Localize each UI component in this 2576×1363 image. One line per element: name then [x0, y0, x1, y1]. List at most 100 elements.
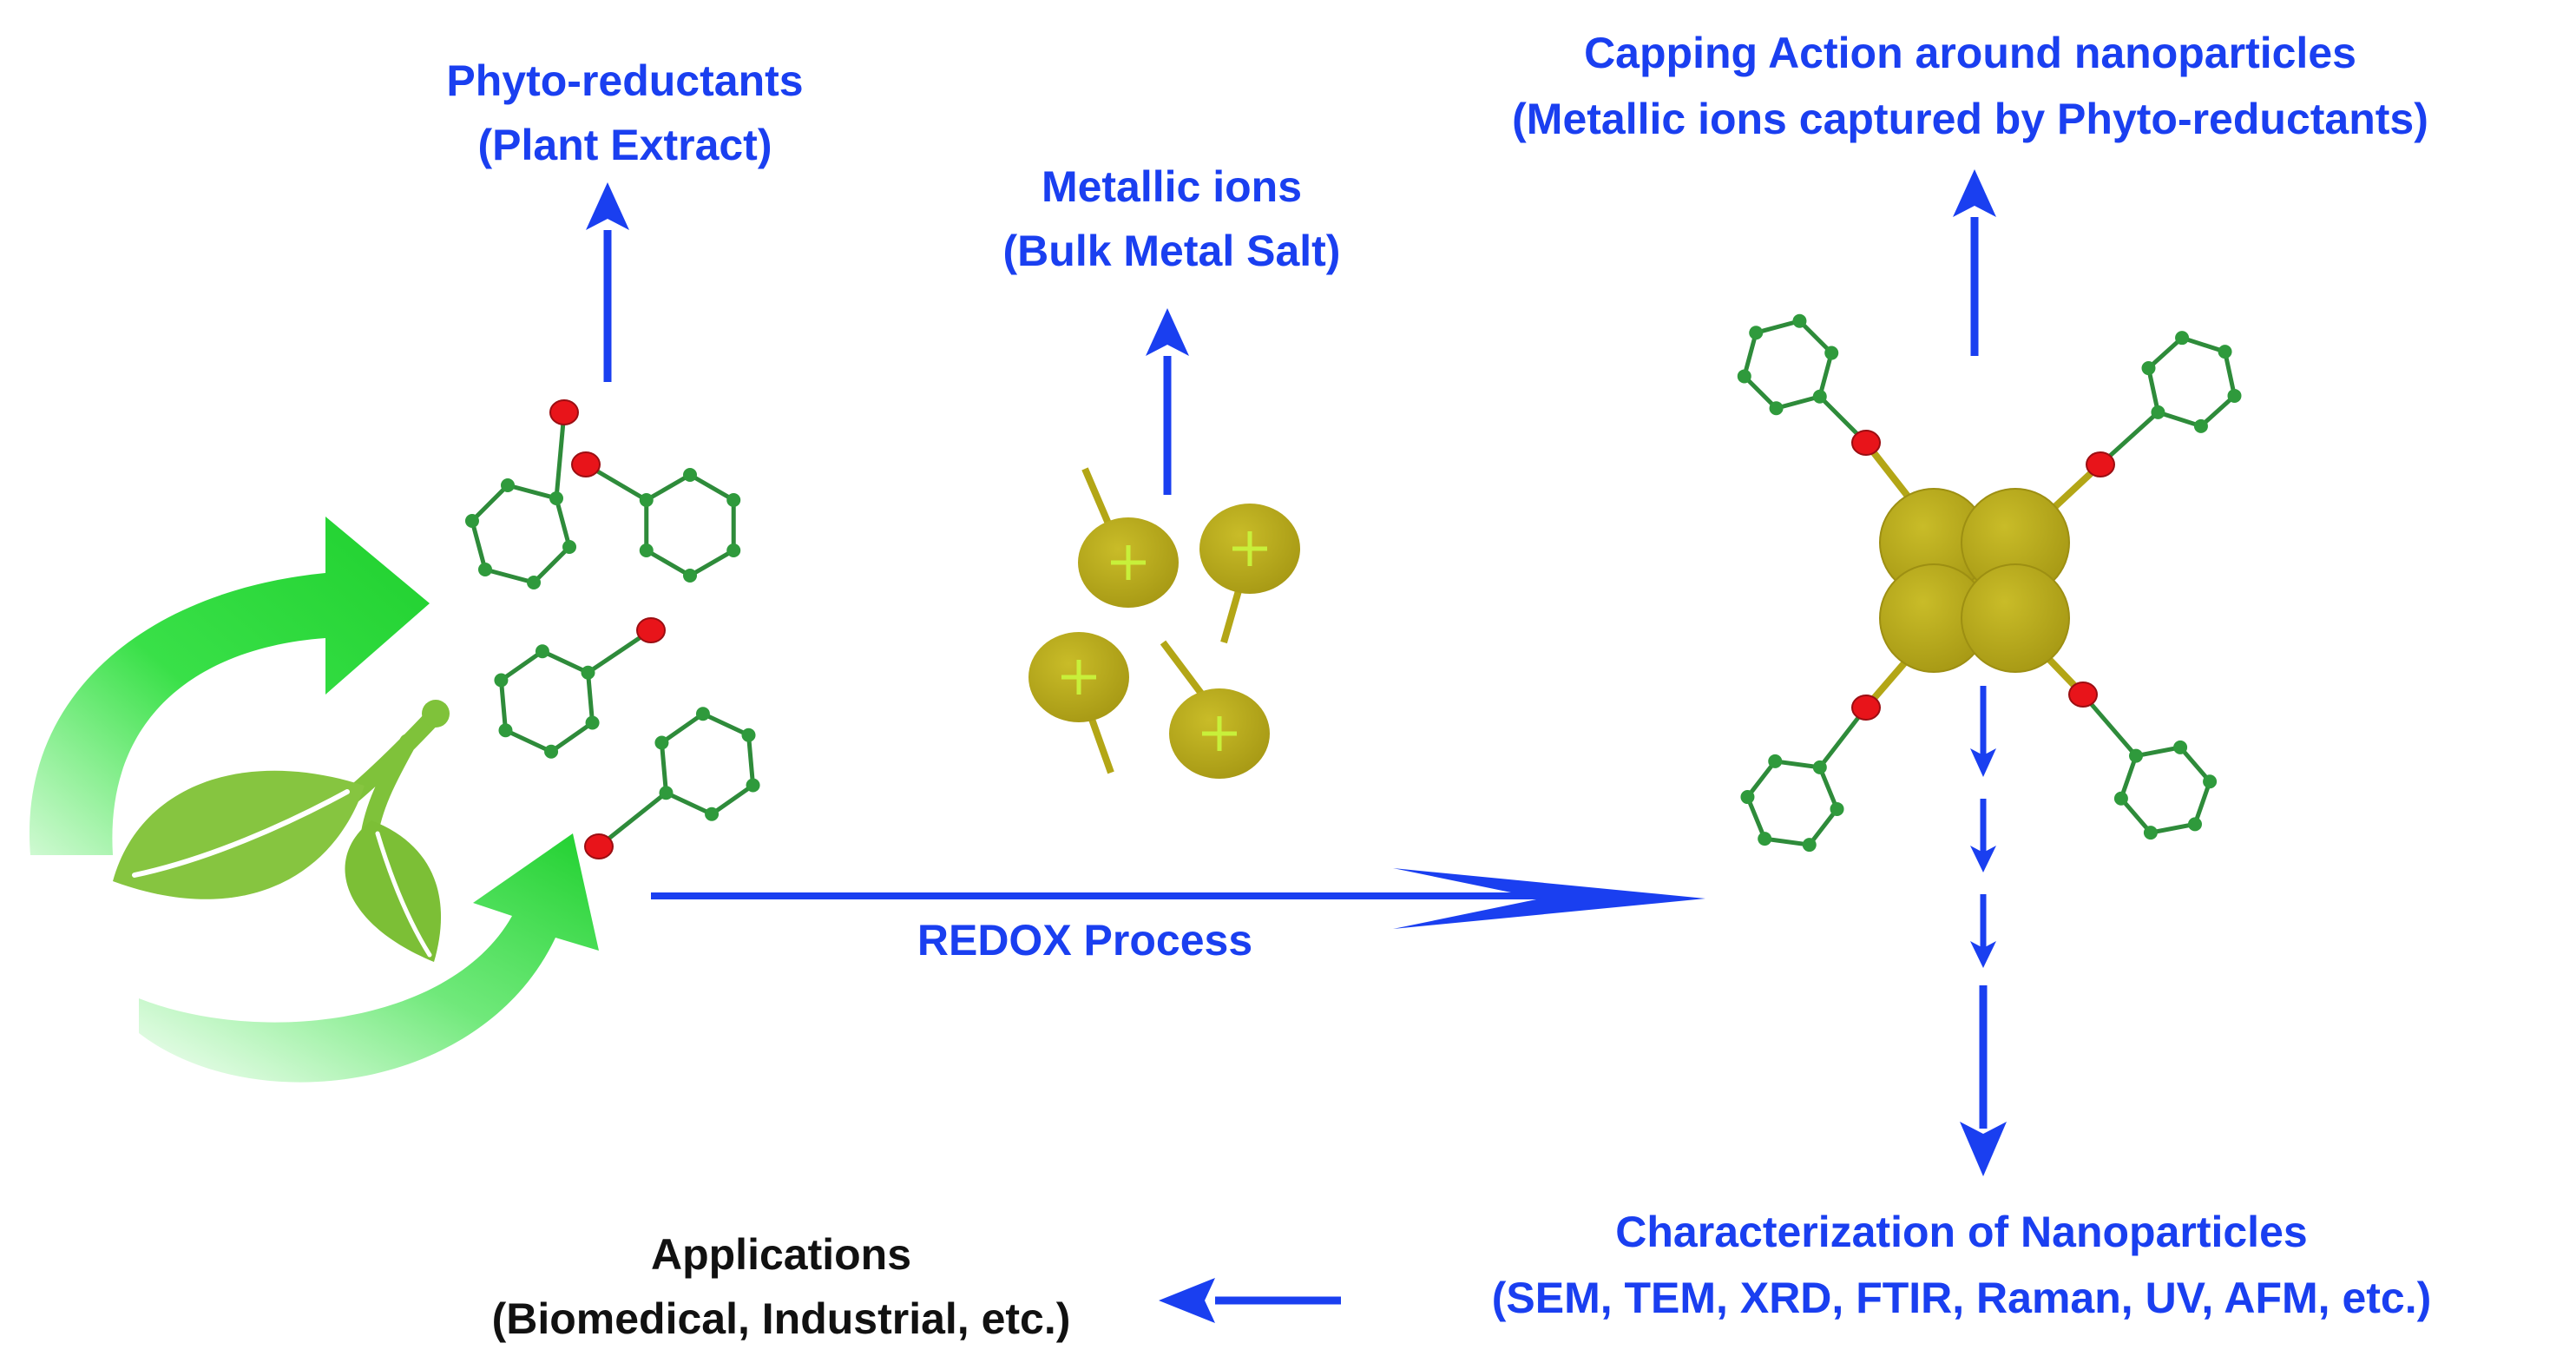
applications-title: Applications	[650, 1230, 912, 1279]
benzene-ring-icon	[659, 711, 756, 817]
carbon-atom	[1737, 369, 1751, 384]
phyto-molecule-4	[584, 707, 760, 859]
carbon-atom	[1830, 801, 1844, 816]
phyto-reductant-molecules	[464, 399, 760, 859]
capping-action-title: Capping Action around nanoparticles	[1584, 29, 2356, 77]
carbon-atom	[1769, 401, 1784, 416]
applications-subtitle: (Biomedical, Industrial, etc.)	[491, 1294, 1071, 1343]
arrow-redox-head	[1393, 868, 1705, 929]
oxygen-atom	[2068, 682, 2098, 708]
big-leaf-vein	[132, 789, 350, 878]
characterization-subtitle: (SEM, TEM, XRD, FTIR, Raman, UV, AFM, et…	[1491, 1274, 2432, 1322]
carbon-atom	[562, 540, 577, 555]
ion-tail	[1086, 710, 1114, 774]
arrow-down-3-head	[1970, 941, 1996, 968]
carbon-atom	[2203, 774, 2218, 789]
phyto-reductants-title: Phyto-reductants	[446, 56, 804, 105]
carbon-atom	[2193, 418, 2208, 433]
cap-arm-bottom-left	[1740, 695, 1881, 853]
substituent-bond	[554, 412, 567, 499]
carbon-atom	[549, 491, 564, 505]
oxygen-atom	[1851, 695, 1881, 721]
redox-process-label: REDOX Process	[917, 916, 1253, 965]
substituent-bond	[597, 791, 668, 848]
capping-action-subtitle: (Metallic ions captured by Phyto-reducta…	[1512, 95, 2428, 143]
cycle-arrow-bottom	[139, 833, 599, 1083]
carbon-atom	[2175, 331, 2190, 346]
carbon-atom	[494, 673, 509, 688]
ion-tail	[1160, 640, 1206, 697]
carbon-atom	[1812, 760, 1827, 774]
carbon-atom	[726, 543, 741, 557]
arrow-down-1-head	[1970, 748, 1996, 777]
positive-charge-icon	[1202, 716, 1237, 751]
metallic-ions-title: Metallic ions	[1041, 162, 1303, 211]
oxygen-atom	[1851, 430, 1881, 456]
oxygen-atom	[584, 833, 614, 859]
arrow-up-capping-head	[1953, 169, 1996, 217]
carbon-atom	[2187, 817, 2202, 832]
carbon-atom	[527, 576, 542, 590]
metallic-ion-group	[1028, 467, 1300, 779]
oxygen-atom	[549, 399, 579, 425]
carbon-atom	[2218, 345, 2232, 359]
carbon-atom	[1758, 832, 1772, 846]
carbon-atom	[1812, 389, 1827, 404]
capped-nanoparticle-icon	[1737, 313, 2242, 853]
carbon-atom	[1740, 790, 1755, 805]
carbon-atom	[654, 735, 669, 750]
carbon-atom	[2143, 826, 2158, 840]
carbon-atom	[585, 715, 600, 730]
big-leaf	[113, 770, 365, 899]
arrow-up-phyto-head	[586, 182, 629, 230]
arrow-left-applications-head	[1159, 1278, 1215, 1323]
benzene-ring-icon	[498, 649, 595, 754]
carbon-atom	[1792, 313, 1807, 328]
cap-arm-top-left	[1737, 313, 1881, 456]
carbon-atom	[2173, 740, 2188, 754]
carbon-atom	[2129, 748, 2144, 763]
arrow-down-2-head	[1970, 846, 1996, 872]
carbon-atom	[741, 728, 756, 742]
metal-ion-4	[1160, 640, 1270, 779]
positive-charge-icon	[1061, 660, 1096, 695]
carbon-atom	[2151, 405, 2165, 419]
nanoparticle-core-4	[1961, 563, 2070, 673]
small-leaf	[345, 820, 442, 962]
carbon-atom	[726, 493, 741, 507]
benzene-ring-icon	[644, 472, 736, 578]
carbon-atom	[498, 723, 513, 738]
carbon-atom	[695, 707, 710, 721]
carbon-atom	[746, 778, 760, 793]
stem-bud	[422, 700, 450, 728]
cap-arm-top-right	[2086, 331, 2242, 477]
carbon-atom	[705, 807, 720, 821]
carbon-atom	[544, 744, 559, 759]
oxygen-atom	[2086, 451, 2115, 477]
carbon-atom	[1802, 838, 1817, 853]
metal-ion-2	[1199, 504, 1300, 644]
leaf-icon	[113, 700, 450, 962]
carbon-atom	[1768, 754, 1783, 768]
carbon-atom	[683, 468, 697, 482]
arrow-up-metallic-head	[1146, 308, 1189, 356]
carbon-atom	[1749, 326, 1764, 340]
positive-charge-icon	[1232, 531, 1267, 566]
benzene-ring-icon	[1745, 759, 1840, 847]
carbon-atom	[1824, 346, 1839, 360]
circular-arrow-icon	[29, 517, 599, 1083]
ion-tail	[1081, 467, 1114, 531]
carbon-atom	[2141, 361, 2156, 376]
metal-ion-1	[1078, 467, 1179, 608]
carbon-atom	[639, 493, 654, 507]
oxygen-atom	[571, 451, 601, 477]
metallic-ions-subtitle: (Bulk Metal Salt)	[1002, 227, 1341, 275]
cycle-arrow-top	[29, 517, 430, 855]
phyto-molecule-1	[464, 399, 579, 590]
cap-arm-bottom-right	[2068, 682, 2218, 840]
carbon-atom	[2227, 388, 2242, 403]
characterization-title: Characterization of Nanoparticles	[1615, 1208, 2308, 1256]
carbon-atom	[464, 513, 479, 528]
carbon-atom	[2113, 791, 2128, 806]
